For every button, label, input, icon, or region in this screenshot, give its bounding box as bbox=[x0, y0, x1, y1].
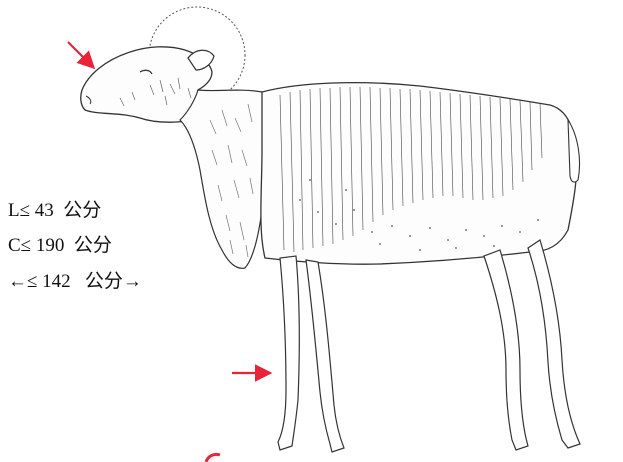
sheep-tail bbox=[568, 120, 580, 182]
sheep-body bbox=[261, 83, 577, 265]
length-measurement: L≤ 43 公分 bbox=[8, 200, 101, 222]
arrow-icon-head bbox=[68, 42, 92, 66]
chest-measurement: C≤ 190 公分 bbox=[8, 235, 112, 257]
front-leg-far bbox=[306, 260, 344, 452]
sheep-neck bbox=[180, 90, 267, 268]
red-marker-fragment bbox=[206, 454, 220, 462]
hind-leg-far bbox=[528, 240, 580, 448]
hind-leg-near bbox=[484, 250, 528, 450]
front-leg-near bbox=[278, 256, 299, 450]
height-measurement: ←≤ 142 公分→ bbox=[8, 271, 142, 293]
